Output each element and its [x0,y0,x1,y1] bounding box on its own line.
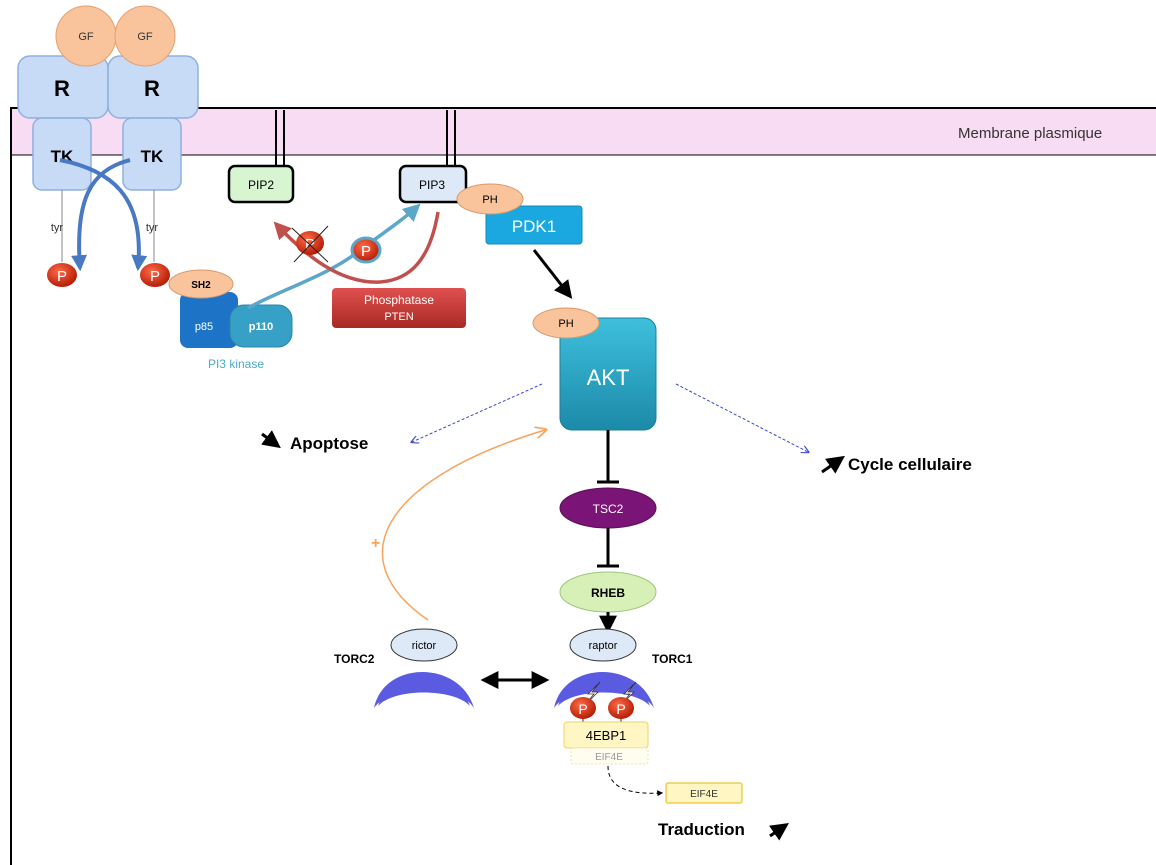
pdk1-ph-label: PH [482,194,497,206]
torc1-mtor-label: MTOR [585,661,620,675]
traduction-up-icon [769,822,789,841]
trans-phospho-arrow-left [71,158,131,272]
rheb-label: RHEB [591,586,625,600]
4ebp1-label: 4EBP1 [586,728,626,743]
pip2-label: PIP2 [248,178,274,192]
akt-ph-label: PH [558,318,573,330]
traduction-label: Traduction [658,820,745,839]
akt-ph [532,307,600,339]
phospho-4ebp1-left [570,697,596,719]
phospho-right [140,263,170,287]
pip2 [227,164,295,204]
eif4e-free-label: EIF4E [690,789,718,800]
plus-sign: + [371,535,380,552]
pdk1-ph [456,183,524,215]
r-left-label: R [54,76,70,101]
phospho-4ebp1-right-label: P [616,701,625,717]
tyr-right-label: tyr [146,222,159,234]
torc2-to-akt-arrow [381,430,545,621]
torc1-raptor-label: raptor [589,640,618,652]
membrane-label: Membrane plasmique [958,125,1102,142]
akt-to-apoptose-arrow [412,383,543,442]
tk-right [122,117,182,191]
torc2-label: TORC2 [334,652,375,666]
torc2-mtor-label: MTOR [406,661,441,675]
eif4e-bound [570,747,649,765]
phospho-4ebp1-right [608,697,634,719]
phospho-right-label: P [150,268,160,285]
apoptose-down-icon [261,430,281,449]
phospho-added [350,236,382,264]
phospho-added-label: P [361,243,371,260]
akt-to-cycle-arrow [675,383,808,452]
pip3 [398,164,468,204]
p110 [229,304,293,348]
p85 [180,292,238,348]
pdk1-label: PDK1 [512,217,556,236]
akt-label: AKT [587,365,630,390]
eif4e-bound-label: EIF4E [595,752,623,763]
apoptose-label: Apoptose [290,434,368,453]
pten-line2: PTEN [384,311,413,323]
phospho-left-label: P [57,268,67,285]
sh2 [168,269,234,299]
phospho-left [47,263,77,287]
gf-left-label: GF [78,31,94,43]
pdk1-to-akt-arrow [532,249,573,299]
plasma-membrane [12,109,1156,155]
pten [332,288,466,328]
torc2-rictor-label: rictor [412,640,437,652]
eif4e-release-arrow [607,765,664,797]
p85-label: p85 [195,321,213,333]
tk-right-label: TK [141,147,164,166]
p110-label: p110 [249,321,273,333]
torc1-raptor [569,628,637,662]
pten-line1: Phosphatase [364,293,434,307]
cycle-up-icon [821,455,845,474]
r-right-label: R [144,76,160,101]
pi3k-label: PI3 kinase [208,357,264,371]
tsc2-label: TSC2 [593,502,624,516]
eif4e-free [665,782,743,804]
torc2-rictor [390,628,458,662]
trans-phospho-arrow-right [59,158,148,272]
sh2-label: SH2 [191,280,211,291]
torc1-label: TORC1 [652,652,693,666]
tyr-left-label: tyr [51,222,64,234]
gf-right [114,5,176,67]
pip3-label: PIP3 [419,178,445,192]
phospho-4ebp1-left-label: P [578,701,587,717]
pdk1 [485,205,583,245]
gf-right-label: GF [137,31,153,43]
cell-outline [10,107,1156,865]
cycle-label: Cycle cellulaire [848,455,972,474]
